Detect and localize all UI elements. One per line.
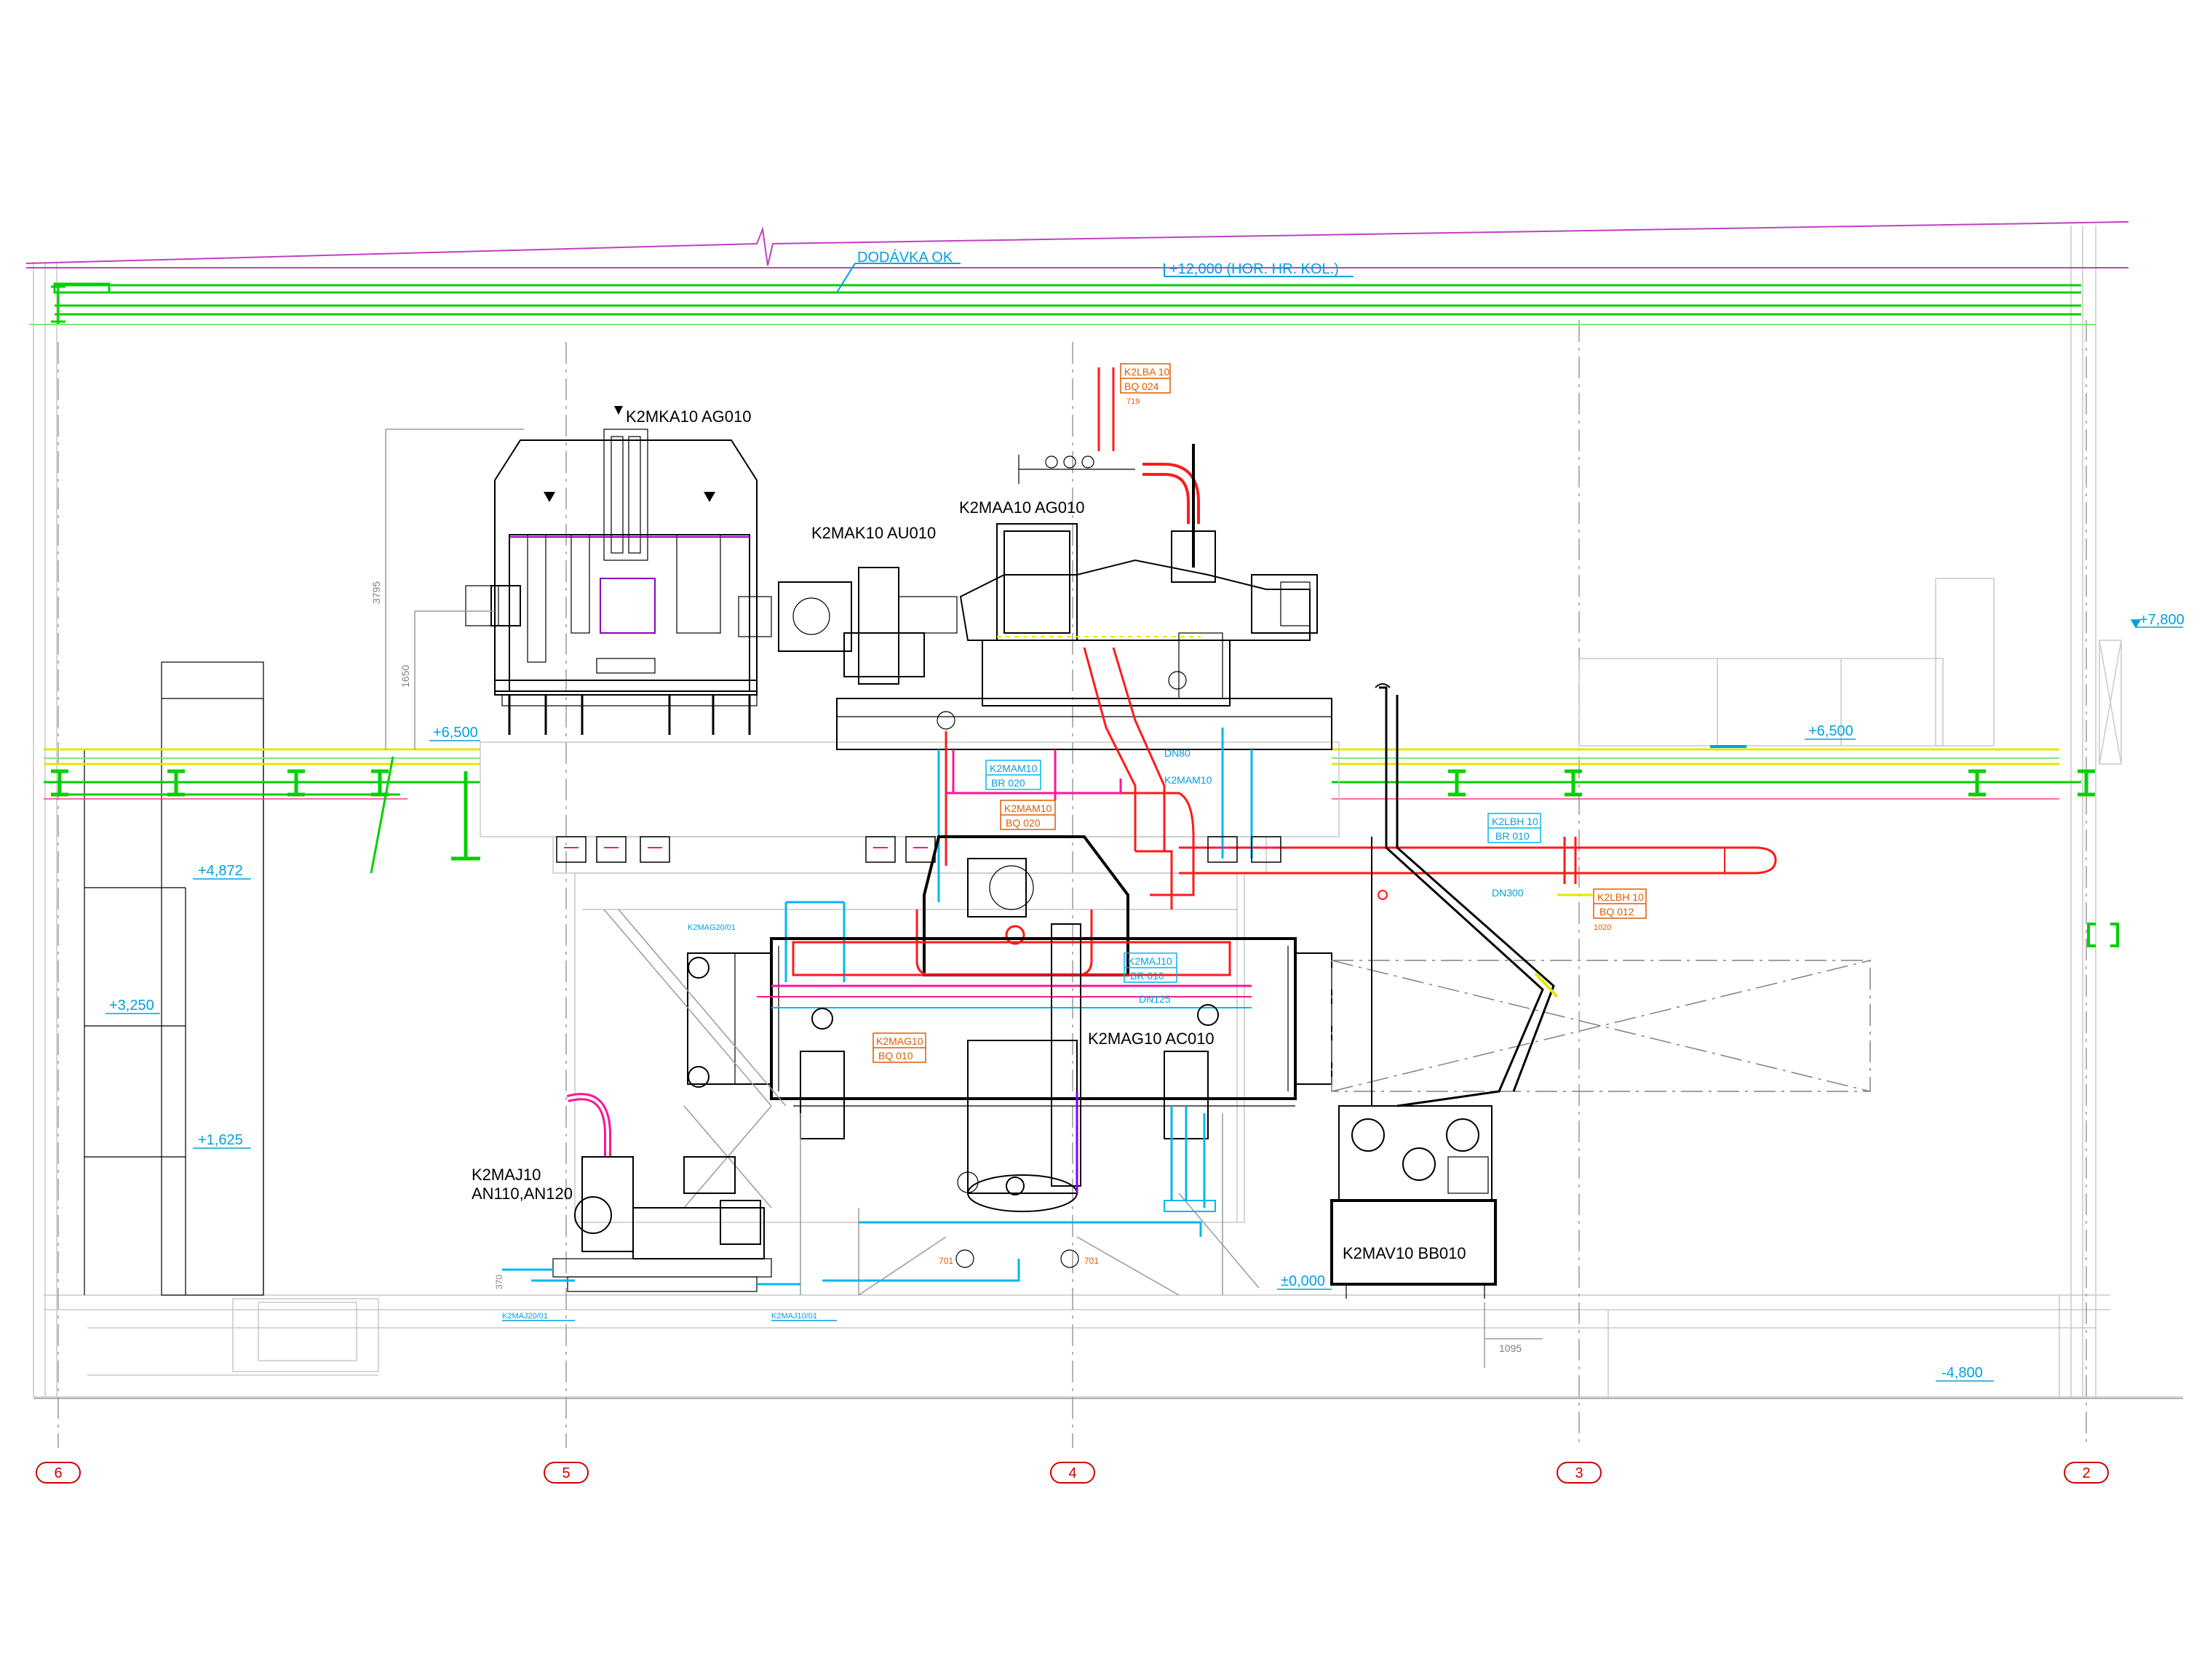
turbine-label: K2MAA10 AG010 [959,498,1084,517]
tag-mam-cyan: K2MAM10 [1164,774,1212,786]
axis-label-5: 5 [562,1465,570,1481]
tag-lbh-br-line2: BR 010 [1495,830,1530,842]
tag-maj-br-line2: BR 010 [1130,970,1164,982]
generator-label: K2MKA10 AG010 [626,407,751,426]
axis-marker-2 [2064,1462,2109,1484]
top-band: DODÁVKA OK +12,000 (HOR. HR. KOL.) [25,221,2129,325]
node-701-right: 701 [1084,1256,1099,1266]
dn300-label: DN300 [1492,887,1524,899]
supply-note: DODÁVKA OK [857,249,953,266]
generator: K2MKA10 AG010 3795 1650 [370,406,772,749]
dim-3795: 3795 [370,581,382,604]
elev-plus-6500-left: +6,500 [433,725,478,741]
tag-lba-sub: 719 [1126,397,1140,406]
oil-unit-label: K2MAV10 BB010 [1343,1244,1466,1262]
building-frame [33,226,2183,1398]
operating-floor [44,578,2122,1223]
spring-supports [556,836,1281,863]
elev-plus-1625: +1,625 [198,1132,243,1148]
tag-lbh-bq-line1: K2LBH 10 [1597,891,1644,903]
elev-plus-6500-right: +6,500 [1808,723,1853,739]
axis-marker-5 [544,1462,589,1484]
exhaust-hood [915,835,1129,976]
tag-mag-bq-line2: BQ 010 [878,1050,913,1062]
elevation-markers: +7,800 +6,500 +6,500 +4,872 +3,250 +1,62… [106,612,2185,1382]
axis-markers: 6 5 4 3 2 [33,1398,2183,1484]
grid-axes [57,320,2087,1448]
tag-mam-bq-line1: K2MAM10 [1004,803,1052,814]
tag-mag-bq-line1: K2MAG10 [876,1035,923,1047]
tag-lbh-sub: 1020 [1594,923,1611,932]
axis-marker-6 [36,1462,81,1484]
axis-label-4: 4 [1068,1465,1076,1481]
elev-plus-4872: +4,872 [198,863,243,879]
oil-unit: K2MAV10 BB010 1095 [1330,683,2119,1368]
elev-plus-7800: +7,800 [2139,612,2185,628]
dn125-label: DN125 [1139,993,1171,1005]
condenser-label: K2MAG10 AC010 [1088,1030,1215,1048]
dn80-label: DN80 [1164,747,1191,759]
gearbox-label: K2MAK10 AU010 [811,524,936,542]
axis-marker-3 [1557,1462,1602,1484]
turbine: K2MAA10 AG010 K2LBA 10 BQ 024 719 [836,363,1332,866]
pumps-label-line2: AN110,AN120 [472,1185,573,1203]
tag-maj10: K2MAJ10/01 [771,1312,817,1321]
dim-1095: 1095 [1499,1342,1522,1354]
dim-370: 370 [494,1275,504,1289]
gearbox: K2MAK10 AU010 [778,524,958,685]
axis-label-2: 2 [2082,1465,2090,1481]
axis-label-3: 3 [1575,1465,1583,1481]
axis-marker-4 [1050,1462,1095,1484]
elev-zero: ±0,000 [1281,1273,1325,1289]
vacuum-pumps: K2MAJ10 AN110,AN120 370 K2MAJ20/01 K2MAJ… [472,923,837,1321]
tag-lbh-bq-line2: BQ 012 [1599,906,1634,917]
dim-1650: 1650 [400,665,411,688]
pumps-label-line1: K2MAJ10 [472,1166,541,1184]
aux-piping: K2MAM10 BR 020 K2MAM10 BQ 020 K2MAM10 DN… [784,728,1253,982]
tag-mam-br-line1: K2MAM10 [990,763,1038,774]
tag-mam-br-line2: BR 020 [991,777,1025,789]
tag-maj-br-line1: K2MAJ10 [1128,955,1172,967]
node-701-left: 701 [939,1256,953,1266]
tag-lba-line2: BQ 024 [1124,381,1159,392]
tag-lba-line1: K2LBA 10 [1124,366,1169,378]
condenser: K2MAG10 AC010 DN125 K2MAJ10 BR 010 K2MAG… [687,923,1871,1212]
tag-mag20: K2MAG20/01 [688,923,736,932]
staircase [84,661,264,1296]
steam-piping: DN300 K2LBH 10 BR 010 K2LBH 10 BQ 012 10… [1083,647,1777,932]
tag-lbh-br-line1: K2LBH 10 [1492,816,1538,827]
elev-plus-3250: +3,250 [109,998,154,1014]
tag-mam-bq-line2: BQ 020 [1006,817,1041,829]
axis-label-6: 6 [54,1465,62,1481]
elev-minus-4800: -4,800 [1941,1365,1983,1381]
tag-maj20: K2MAJ20/01 [502,1312,548,1321]
crane-level-elevation: +12,000 (HOR. HR. KOL.) [1169,261,1339,277]
